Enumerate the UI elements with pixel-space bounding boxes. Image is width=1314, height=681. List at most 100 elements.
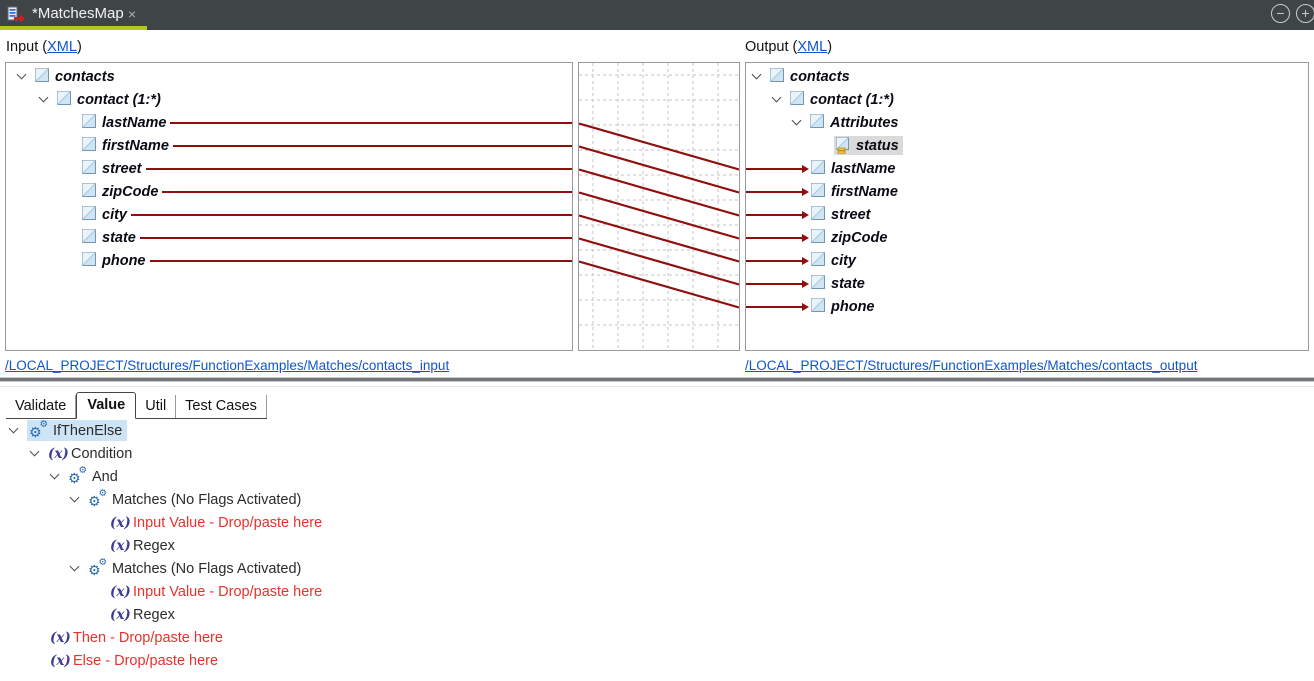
tree-item-else[interactable]: (x) Else - Drop/paste here: [0, 649, 1314, 672]
tree-item-label[interactable]: phone: [102, 252, 146, 269]
tree-item-label[interactable]: city: [831, 252, 856, 269]
tree-item-and[interactable]: ⚙⚙ And: [0, 465, 1314, 488]
tree-item-label[interactable]: lastName: [102, 114, 167, 131]
tree-item-label[interactable]: IfThenElse: [53, 422, 123, 439]
chevron-down-icon[interactable]: [29, 446, 40, 457]
tree-item-lastname[interactable]: lastName: [746, 157, 1308, 180]
tree-item-firstname[interactable]: firstName: [746, 180, 1308, 203]
tree-item-label[interactable]: contact (1:*): [77, 91, 161, 108]
mapping-connector-line[interactable]: [149, 259, 572, 262]
tree-item-contacts[interactable]: contacts: [6, 65, 572, 88]
tab-util[interactable]: Util: [136, 395, 177, 418]
drop-paste-hint[interactable]: Input Value - Drop/paste here: [133, 514, 323, 531]
chevron-down-icon[interactable]: [751, 69, 762, 80]
mapping-connector-arrow[interactable]: [746, 233, 809, 242]
tree-item-label[interactable]: status: [856, 137, 899, 154]
tree-item-label[interactable]: contacts: [55, 68, 115, 85]
tab-value[interactable]: Value: [76, 392, 137, 419]
drop-paste-hint[interactable]: Input Value - Drop/paste here: [133, 583, 323, 600]
mapping-connector-arrow[interactable]: [746, 210, 809, 219]
chevron-down-icon[interactable]: [38, 92, 49, 103]
tree-item-phone[interactable]: phone: [746, 295, 1308, 318]
mapping-connector-arrow[interactable]: [746, 279, 809, 288]
tree-item-label[interactable]: Regex: [133, 537, 175, 554]
tree-item-label[interactable]: Condition: [71, 445, 133, 462]
tree-item-street[interactable]: street: [6, 157, 572, 180]
chevron-down-icon[interactable]: [49, 469, 60, 480]
tree-item-label[interactable]: state: [831, 275, 865, 292]
tree-item-state[interactable]: state: [6, 226, 572, 249]
mapping-connector-arrow[interactable]: [746, 187, 809, 196]
tab-validate[interactable]: Validate: [6, 395, 77, 418]
mapping-connector-line[interactable]: [145, 167, 572, 170]
tree-item-status[interactable]: status: [746, 134, 1308, 157]
tree-item-city[interactable]: city: [746, 249, 1308, 272]
mapping-connector-arrow[interactable]: [746, 302, 809, 311]
tree-item-city[interactable]: city: [6, 203, 572, 226]
tree-item-input-value-1[interactable]: (x) Input Value - Drop/paste here: [0, 511, 1314, 534]
tree-item-zipcode[interactable]: zipCode: [6, 180, 572, 203]
tree-item-regex-1[interactable]: (x) Regex: [0, 534, 1314, 557]
tree-item-input-value-2[interactable]: (x) Input Value - Drop/paste here: [0, 580, 1314, 603]
mapping-connector-line[interactable]: [172, 144, 572, 147]
mapping-connector-line[interactable]: [139, 236, 572, 239]
selected-item-highlight[interactable]: status: [834, 136, 903, 155]
tree-item-contacts[interactable]: contacts: [746, 65, 1308, 88]
tree-item-firstname[interactable]: firstName: [6, 134, 572, 157]
tree-item-condition[interactable]: (x) Condition: [0, 442, 1314, 465]
selected-item-highlight[interactable]: ⚙⚙ IfThenElse: [27, 420, 128, 441]
tab-test-cases[interactable]: Test Cases: [176, 395, 267, 418]
tree-item-contact[interactable]: contact (1:*): [6, 88, 572, 111]
mapping-connector-line[interactable]: [170, 121, 572, 124]
chevron-down-icon[interactable]: [771, 92, 782, 103]
tree-item-matches-1[interactable]: ⚙⚙ Matches (No Flags Activated): [0, 488, 1314, 511]
tree-item-label[interactable]: firstName: [102, 137, 169, 154]
tree-item-street[interactable]: street: [746, 203, 1308, 226]
mapping-connector-arrow[interactable]: [746, 256, 809, 265]
tree-item-label[interactable]: And: [92, 468, 118, 485]
tree-item-label[interactable]: street: [102, 160, 142, 177]
tree-item-contact[interactable]: contact (1:*): [746, 88, 1308, 111]
chevron-down-icon[interactable]: [791, 115, 802, 126]
tree-item-then[interactable]: (x) Then - Drop/paste here: [0, 626, 1314, 649]
tree-item-label[interactable]: city: [102, 206, 127, 223]
tree-item-label[interactable]: Regex: [133, 606, 175, 623]
tree-item-label[interactable]: lastName: [831, 160, 896, 177]
input-structure-path-link[interactable]: /LOCAL_PROJECT/Structures/FunctionExampl…: [5, 358, 450, 373]
tree-item-label[interactable]: phone: [831, 298, 875, 315]
output-xml-link[interactable]: XML: [797, 39, 828, 55]
close-icon[interactable]: ×: [128, 6, 137, 22]
tree-item-label[interactable]: firstName: [831, 183, 898, 200]
chevron-down-icon[interactable]: [16, 69, 27, 80]
output-structure-path-link[interactable]: /LOCAL_PROJECT/Structures/FunctionExampl…: [745, 358, 1198, 373]
tree-item-attributes[interactable]: Attributes: [746, 111, 1308, 134]
tree-item-zipcode[interactable]: zipCode: [746, 226, 1308, 249]
document-tab-title[interactable]: *MatchesMap: [32, 5, 124, 22]
input-xml-link[interactable]: XML: [47, 39, 77, 55]
tree-item-regex-2[interactable]: (x) Regex: [0, 603, 1314, 626]
tree-item-label[interactable]: zipCode: [831, 229, 888, 246]
tree-item-phone[interactable]: phone: [6, 249, 572, 272]
chevron-down-icon[interactable]: [69, 492, 80, 503]
tree-item-label[interactable]: Attributes: [830, 114, 899, 131]
mapping-connector-arrow[interactable]: [746, 164, 809, 173]
tree-item-ifthenelse[interactable]: ⚙⚙ IfThenElse: [0, 419, 1314, 442]
mapping-connector-line[interactable]: [162, 190, 572, 193]
drop-paste-hint[interactable]: Then - Drop/paste here: [73, 629, 223, 646]
chevron-down-icon[interactable]: [69, 561, 80, 572]
mapping-connector-lines[interactable]: [578, 122, 740, 309]
tree-item-label[interactable]: Matches (No Flags Activated): [112, 491, 302, 508]
drop-paste-hint[interactable]: Else - Drop/paste here: [73, 652, 219, 669]
tree-item-label[interactable]: street: [831, 206, 871, 223]
tree-item-label[interactable]: state: [102, 229, 136, 246]
mapping-connector-line[interactable]: [131, 213, 572, 216]
tree-item-matches-2[interactable]: ⚙⚙ Matches (No Flags Activated): [0, 557, 1314, 580]
tree-item-label[interactable]: Matches (No Flags Activated): [112, 560, 302, 577]
tree-item-label[interactable]: zipCode: [102, 183, 159, 200]
zoom-in-icon[interactable]: +: [1296, 4, 1314, 23]
tree-item-label[interactable]: contact (1:*): [810, 91, 894, 108]
chevron-down-icon[interactable]: [8, 423, 19, 434]
horizontal-splitter[interactable]: [0, 377, 1314, 382]
zoom-out-icon[interactable]: −: [1271, 4, 1290, 23]
tree-item-label[interactable]: contacts: [790, 68, 850, 85]
